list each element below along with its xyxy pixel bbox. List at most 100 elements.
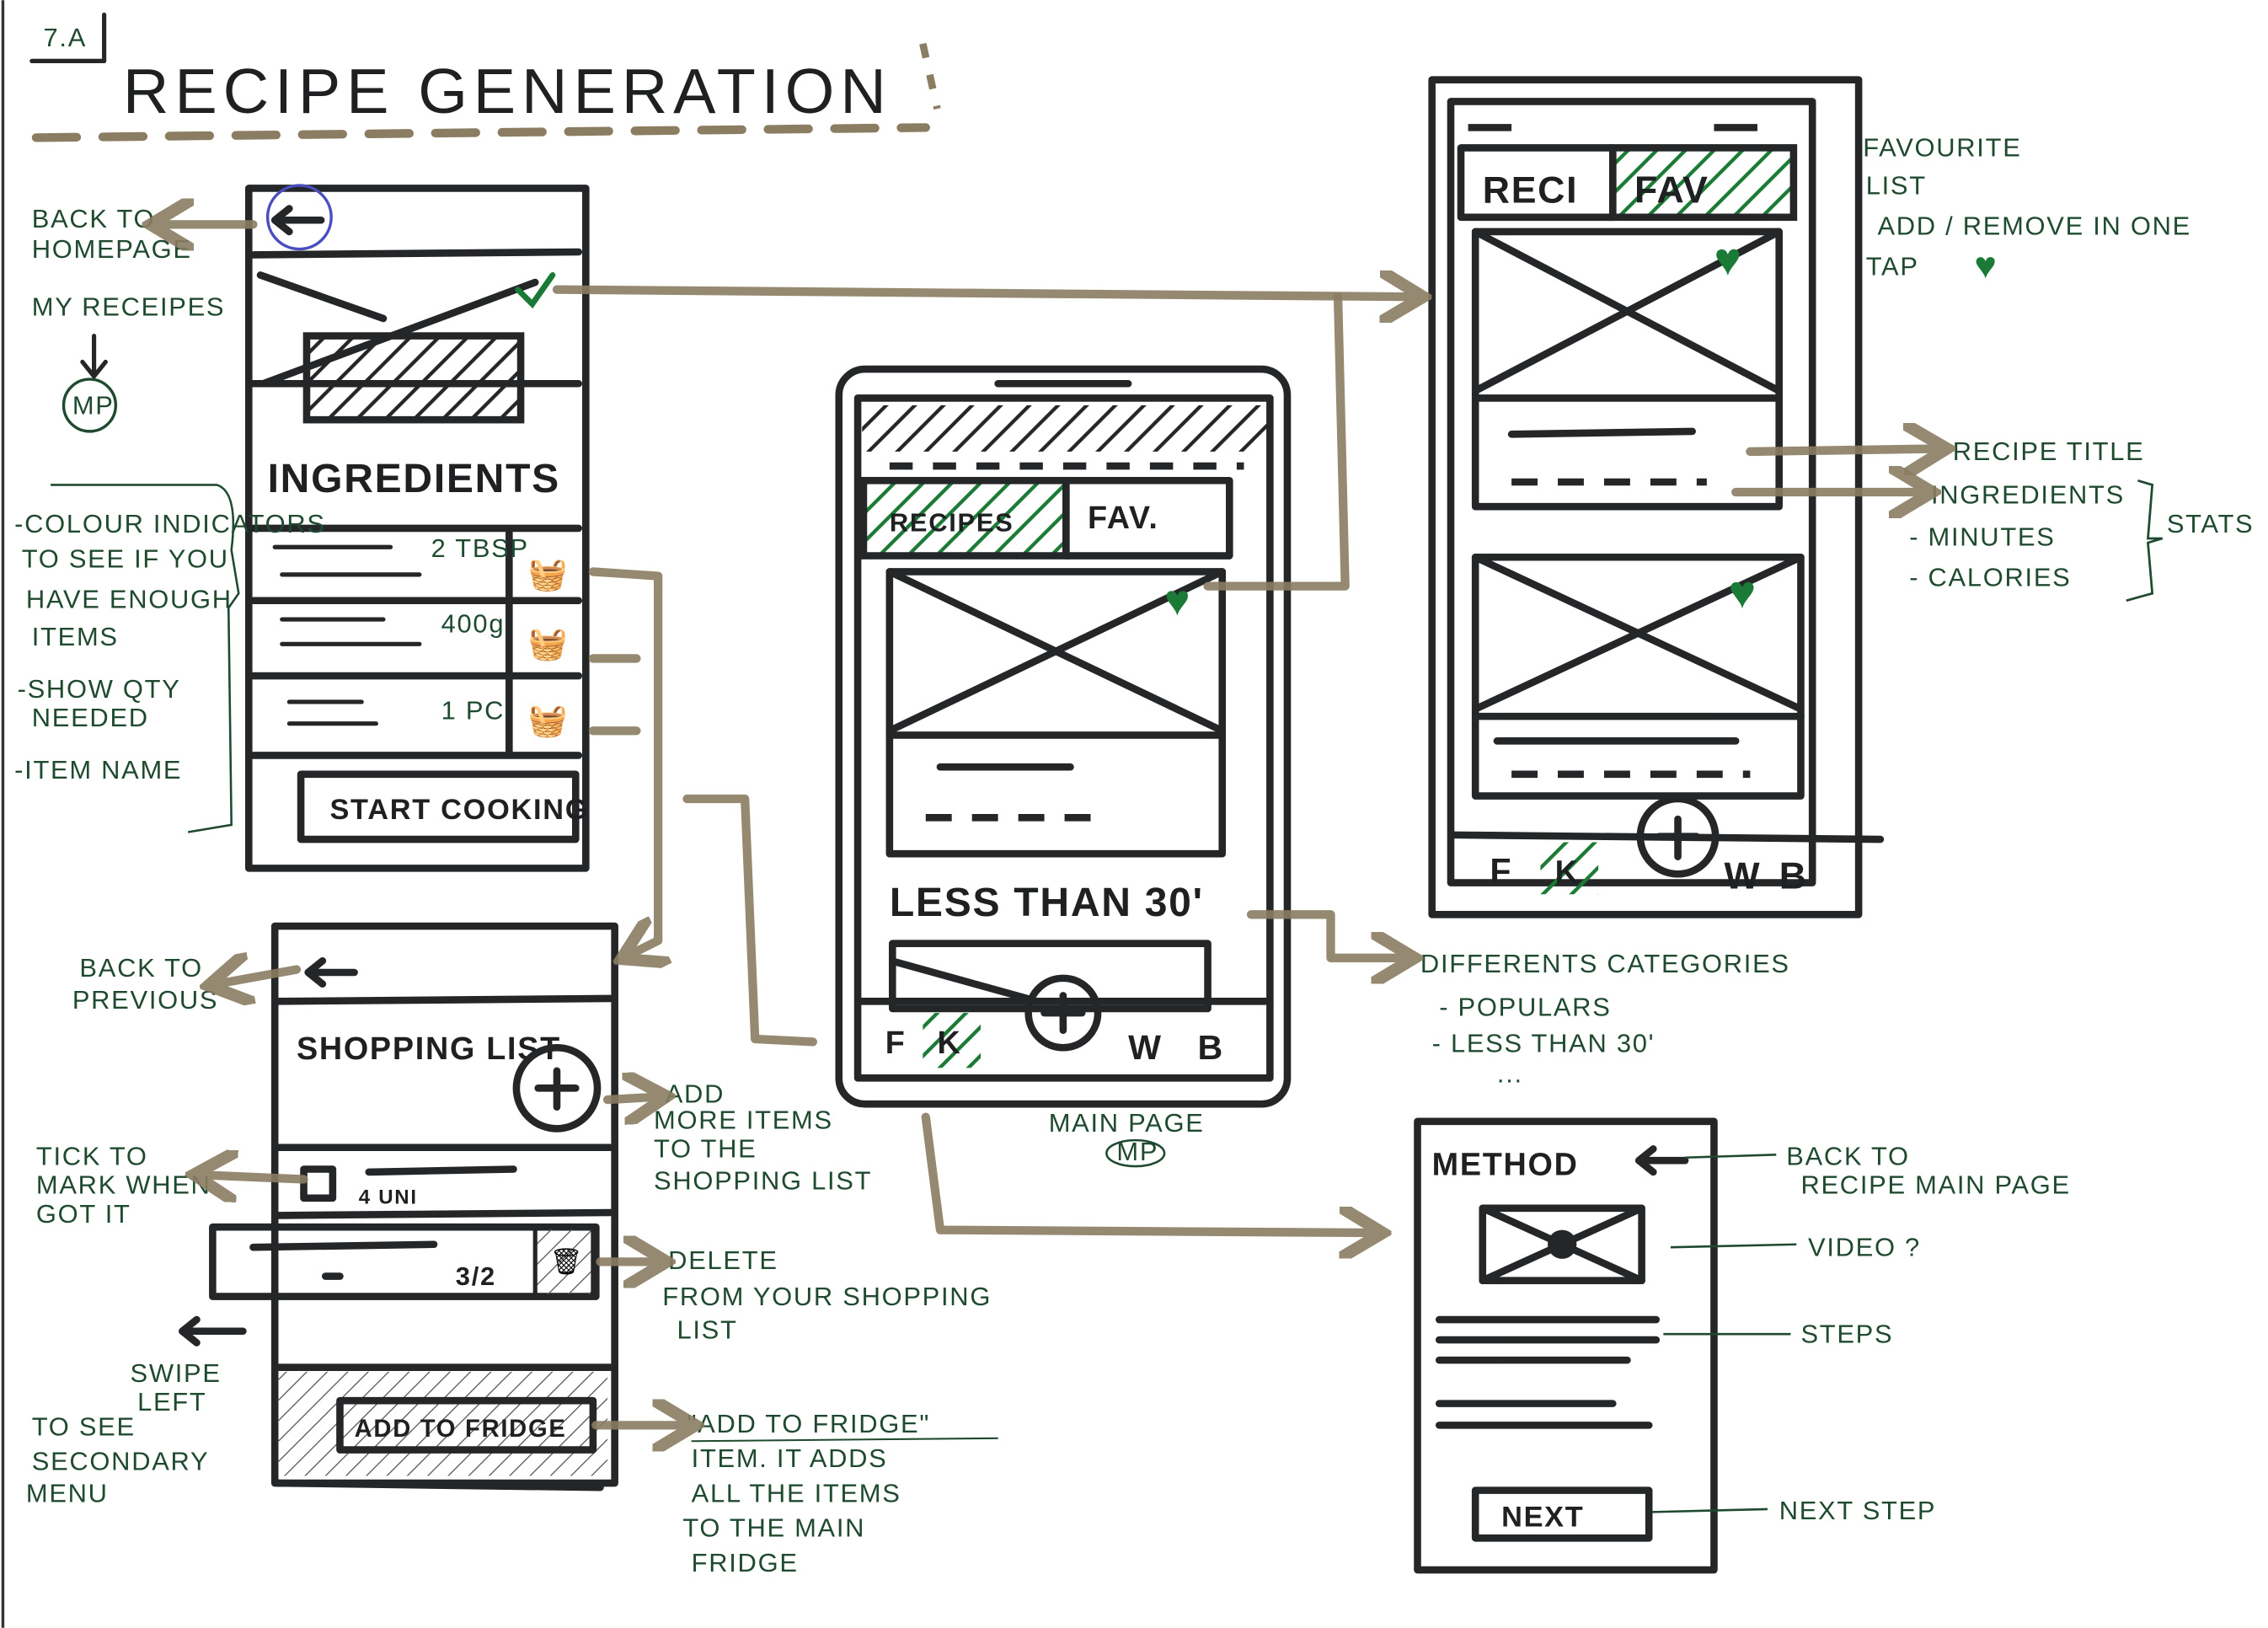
tab-favourites[interactable] (1062, 476, 1233, 560)
back-arrow-icon[interactable] (270, 205, 325, 236)
ingredient-row[interactable]: 1 PC 🧺 (286, 696, 568, 739)
item-qty: 3/2 (456, 1261, 496, 1291)
recipe-card[interactable]: ♥ (1471, 228, 1784, 511)
note-fridge: FRIDGE (692, 1548, 799, 1577)
arrow-add-items (602, 1097, 658, 1100)
page-title: RECIPE GENERATION (123, 56, 892, 127)
favourites-notes: FAVOURITE LIST ADD / REMOVE IN ONE TAP ♥… (1863, 133, 2255, 602)
nav-item-b[interactable]: B (1198, 1028, 1224, 1067)
basket-icon[interactable]: 🧺 (528, 557, 568, 592)
nav-item-f[interactable]: F (1490, 852, 1512, 891)
basket-icon[interactable]: 🧺 (528, 703, 568, 738)
recipe-card[interactable]: ♥ (1471, 553, 1805, 800)
ingredient-row[interactable]: 400g 🧺 (280, 609, 568, 662)
note-back: HOMEPAGE (32, 234, 192, 264)
tab-fav-label: FAV. (1088, 501, 1159, 536)
recipe-card[interactable]: ♥ (885, 568, 1227, 858)
start-cooking-button[interactable] (297, 770, 580, 843)
arrow-to-categories (1246, 910, 1406, 958)
shopping-list-heading: SHOPPING LIST (297, 1031, 561, 1067)
favourite-check-icon[interactable] (515, 272, 556, 309)
recipe-image-placeholder (249, 271, 583, 424)
note-mp: MP (72, 390, 115, 420)
note-swipe: MENU (26, 1478, 109, 1508)
note-add: TO THE (654, 1134, 757, 1164)
note-swipe: LEFT (137, 1387, 206, 1416)
plus-icon (1655, 815, 1701, 860)
note-add: SHOPPING LIST (654, 1166, 872, 1196)
tab-recipes[interactable] (859, 476, 1070, 560)
heart-icon[interactable]: ♥ (1164, 577, 1190, 625)
tab-recipes-label: RECIPES (890, 507, 1014, 537)
note-video: VIDEO ? (1808, 1232, 1921, 1261)
page-header: 7.A RECIPE GENERATION (29, 12, 941, 142)
arrow-to-method (921, 1112, 1374, 1233)
categories-notes: DIFFERENTS CATEGORIES - POPULARS - LESS … (1420, 949, 1789, 1088)
note-tick: TICK TO (36, 1141, 148, 1170)
heart-icon[interactable]: ♥ (1729, 566, 1757, 618)
note-swipe: TO SEE (32, 1411, 136, 1441)
note-stats: STATS (2167, 509, 2255, 538)
ingredients-heading: INGREDIENTS (268, 456, 560, 501)
note-steps: STEPS (1800, 1320, 1893, 1349)
note-categories: ... (1497, 1058, 1523, 1088)
note-feature: -COLOUR INDICATORS (14, 509, 326, 538)
note-back: BACK TO (32, 204, 156, 233)
note-next: NEXT STEP (1779, 1496, 1937, 1525)
note-fav: LIST (1866, 170, 1927, 200)
recipe-card[interactable] (888, 940, 1212, 1013)
video-placeholder[interactable] (1479, 1204, 1645, 1284)
nav-item-b[interactable]: B (1779, 855, 1808, 897)
nav-item-w[interactable]: W (1128, 1028, 1163, 1067)
note-add: MORE ITEMS (654, 1105, 833, 1134)
note-swipe: SWIPE (131, 1358, 222, 1388)
delete-action[interactable] (532, 1224, 596, 1299)
note-fav: ADD / REMOVE IN ONE (1877, 211, 2190, 240)
note-back: PREVIOUS (72, 985, 218, 1015)
bottom-nav: F K W B (1450, 795, 1885, 897)
note-feature: -SHOW QTY (18, 674, 181, 704)
arrow-to-shopping (588, 567, 658, 955)
ingredient-row[interactable]: 2 TBSP 🧺 (272, 533, 568, 592)
trash-icon: 🗑 (549, 1247, 582, 1277)
method-screen: METHOD NEXT (1414, 1117, 1718, 1574)
back-arrow-icon[interactable] (1634, 1145, 1689, 1176)
nav-item-k[interactable]: K (938, 1026, 962, 1061)
main-page-caption: MAIN PAGE (1049, 1108, 1205, 1138)
method-heading: METHOD (1432, 1147, 1579, 1182)
plus-icon (534, 1067, 580, 1111)
arrow-to-favourites (552, 290, 1415, 297)
back-arrow-icon[interactable] (304, 956, 358, 988)
ingredients-notes: BACK TO HOMEPAGE MY RECEIPES MP -COLOUR … (14, 204, 326, 833)
note-categories: - LESS THAN 30' (1432, 1028, 1656, 1058)
plus-icon (1040, 992, 1086, 1034)
note-fridge: "ADD TO FRIDGE" (687, 1409, 930, 1438)
next-button[interactable] (1471, 1486, 1653, 1542)
note-fridge: ALL THE ITEMS (692, 1478, 901, 1508)
basket-icon[interactable]: 🧺 (528, 626, 568, 661)
nav-item-w[interactable]: W (1724, 855, 1761, 897)
shopping-item-row[interactable]: 4 UNI (300, 1165, 517, 1209)
note-feature: -ITEM NAME (14, 755, 182, 785)
ingredient-qty: 400g (441, 609, 505, 639)
nav-add-button[interactable] (1024, 974, 1102, 1052)
note-feature: ITEMS (32, 622, 119, 651)
nav-item-f[interactable]: F (885, 1026, 907, 1061)
highlight-circle (265, 184, 333, 251)
tab-favourites[interactable] (1608, 144, 1798, 222)
shopping-list-screen: SHOPPING LIST 4 UNI 3/2 🗑 ADD TO FRIDGE (209, 922, 618, 1491)
note-back: RECIPE MAIN PAGE (1800, 1170, 2070, 1200)
favourites-screen: RECI FAV ♥ ♥ F K W B (1428, 76, 1885, 918)
nav-add-button[interactable] (1636, 795, 1720, 878)
checkbox[interactable] (300, 1165, 337, 1202)
nav-item-k[interactable]: K (1555, 855, 1580, 891)
steps-text (1435, 1315, 1661, 1429)
arrow-start-cooking (682, 794, 818, 1047)
note-fav: FAVOURITE (1863, 133, 2021, 163)
add-item-button[interactable] (512, 1043, 602, 1133)
swiped-item-row[interactable]: 3/2 🗑 (209, 1223, 600, 1300)
note-feature: NEEDED (32, 703, 149, 732)
main-page-abbr: MP (1116, 1137, 1158, 1166)
heart-icon[interactable]: ♥ (1714, 233, 1741, 285)
note-stat: INGREDIENTS (1931, 480, 2125, 510)
